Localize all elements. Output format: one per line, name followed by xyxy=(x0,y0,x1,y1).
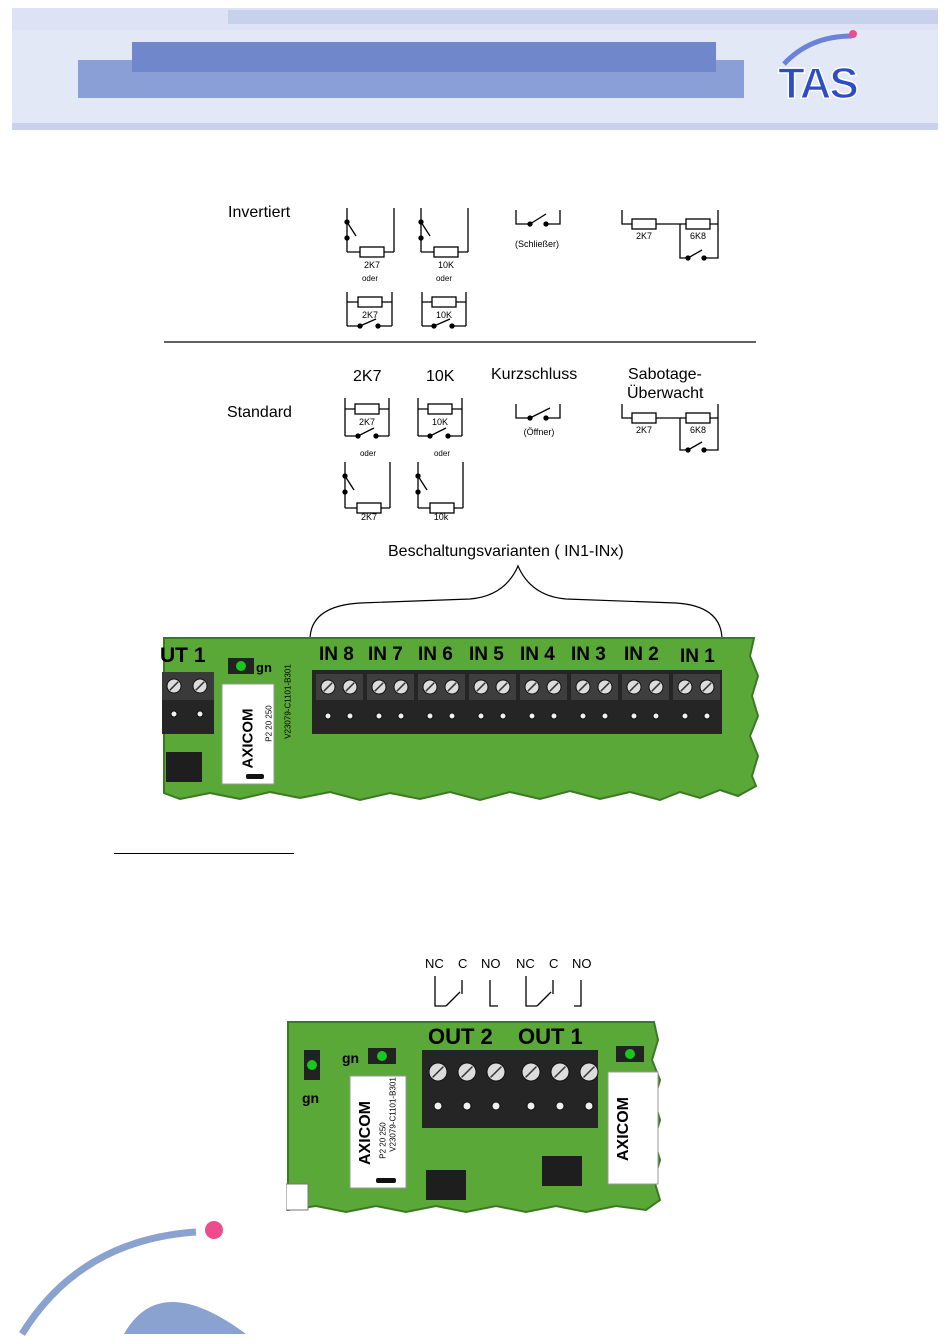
input-label-6: IN 3 xyxy=(571,644,606,665)
input-label-4: IN 5 xyxy=(469,644,504,665)
terminal-hole xyxy=(681,712,689,720)
res-label: 6K8 xyxy=(690,425,706,435)
terminal-hole xyxy=(491,1101,501,1111)
input-label-2: IN 7 xyxy=(368,644,403,665)
terminal-hole xyxy=(584,1101,594,1111)
terminal-hole xyxy=(526,1101,536,1111)
ic-chip xyxy=(426,1170,466,1200)
input-label-3: IN 6 xyxy=(418,644,453,665)
led-label: gn xyxy=(256,660,272,675)
header-graphic xyxy=(12,10,938,130)
terminal-hole xyxy=(346,712,354,720)
res-label: 6K8 xyxy=(690,231,706,241)
input-label-5: IN 4 xyxy=(520,644,555,665)
page-header xyxy=(12,8,938,130)
out1-partial-label: UT 1 xyxy=(160,644,206,667)
res-label: 2K7 xyxy=(364,260,380,270)
terminal-hole xyxy=(528,712,536,720)
led-label-left: gn xyxy=(302,1090,320,1106)
terminal-hole xyxy=(601,712,609,720)
logo-text: TAS xyxy=(778,59,857,108)
output-terminal-block xyxy=(422,1050,598,1128)
input-board: UT 1 gn AXICOM P2 20 250 V23079-C1101-B3… xyxy=(160,636,760,804)
relay xyxy=(221,683,275,785)
out2-label: OUT 2 xyxy=(428,1024,493,1049)
contact-label-4: NC xyxy=(516,956,535,971)
relay xyxy=(349,1075,407,1189)
relay-code-1: P2 20 250 xyxy=(264,705,274,742)
res-label: 10k xyxy=(434,512,449,522)
res-label: 2K7 xyxy=(361,512,377,522)
ic-chip xyxy=(542,1156,582,1186)
res-label: 2K7 xyxy=(362,310,378,320)
res-label: 10K xyxy=(436,310,452,320)
res-label: 2K7 xyxy=(359,417,375,427)
or-label: oder xyxy=(360,449,376,458)
terminal-hole xyxy=(550,712,558,720)
res-label: 10K xyxy=(438,260,454,270)
heading-tamper-1: Sabotage- xyxy=(628,366,702,383)
terminal-hole xyxy=(448,712,456,720)
terminal-hole xyxy=(433,1101,443,1111)
relay-contact-symbols xyxy=(434,976,582,1007)
or-label: oder xyxy=(362,274,378,283)
relay-code-2: V23079-C1101-B301 xyxy=(283,664,293,739)
heading-short: Kurzschluss xyxy=(491,366,578,383)
terminal-hole xyxy=(630,712,638,720)
contact-label-1: NC xyxy=(425,956,444,971)
or-label: oder xyxy=(434,449,450,458)
terminal-hole xyxy=(462,1101,472,1111)
row-label-standard: Standard xyxy=(227,404,292,421)
res-label: 2K7 xyxy=(636,231,652,241)
output-board: OUT 2 OUT 1 gn gn AXICOM P2 20 250 V2307… xyxy=(285,1020,662,1220)
terminal-hole xyxy=(652,712,660,720)
res-label: 2K7 xyxy=(636,425,652,435)
ic-chip xyxy=(166,752,202,782)
relay-code-2: V23079-C1101-B301 xyxy=(388,1077,398,1152)
section-heading-underline xyxy=(114,853,294,854)
terminal-hole xyxy=(196,710,204,718)
terminal-hole xyxy=(703,712,711,720)
led-label-mid: gn xyxy=(342,1050,360,1066)
contact-label-6: NO xyxy=(572,956,592,971)
terminal-hole xyxy=(579,712,587,720)
out1-label: OUT 1 xyxy=(518,1024,583,1049)
input-label-1: IN 8 xyxy=(319,644,354,665)
row-label-inverted: Invertiert xyxy=(228,204,291,221)
res-label: 10K xyxy=(432,417,448,427)
tas-logo: TAS xyxy=(770,30,890,110)
contact-label-3: NO xyxy=(481,956,501,971)
logo-dot xyxy=(849,30,857,38)
input-label-8: IN 1 xyxy=(680,646,715,667)
contact-label-2: C xyxy=(458,956,468,971)
footer-swoosh xyxy=(19,1221,246,1336)
heading-10k: 10K xyxy=(426,368,455,385)
relay-brand: AXICOM xyxy=(239,708,257,769)
terminal-hole xyxy=(426,712,434,720)
terminal-hole xyxy=(397,712,405,720)
terminal-hole xyxy=(170,710,178,718)
relay-code-1: P2 20 250 xyxy=(378,1122,388,1159)
terminal-hole xyxy=(375,712,383,720)
contact-label-5: C xyxy=(549,956,559,971)
terminal-hole xyxy=(555,1101,565,1111)
schematics-diagram: 2K7 10K oder oder 2K7 10K (Schließer) 2K… xyxy=(164,208,756,640)
terminal-hole xyxy=(324,712,332,720)
wiring-caption: Beschaltungsvarianten ( IN1-INx) xyxy=(388,543,624,560)
terminal-hole xyxy=(499,712,507,720)
footer-dot xyxy=(205,1221,223,1239)
heading-tamper-2: Überwacht xyxy=(627,385,704,402)
heading-2k7: 2K7 xyxy=(353,368,382,385)
terminal-hole xyxy=(477,712,485,720)
or-label: oder xyxy=(436,274,452,283)
relay-brand-right: AXICOM xyxy=(615,1097,632,1161)
short-note: (Öffner) xyxy=(524,427,555,437)
relay-brand: AXICOM xyxy=(357,1101,374,1165)
short-note: (Schließer) xyxy=(515,239,559,249)
input-label-7: IN 2 xyxy=(624,644,659,665)
